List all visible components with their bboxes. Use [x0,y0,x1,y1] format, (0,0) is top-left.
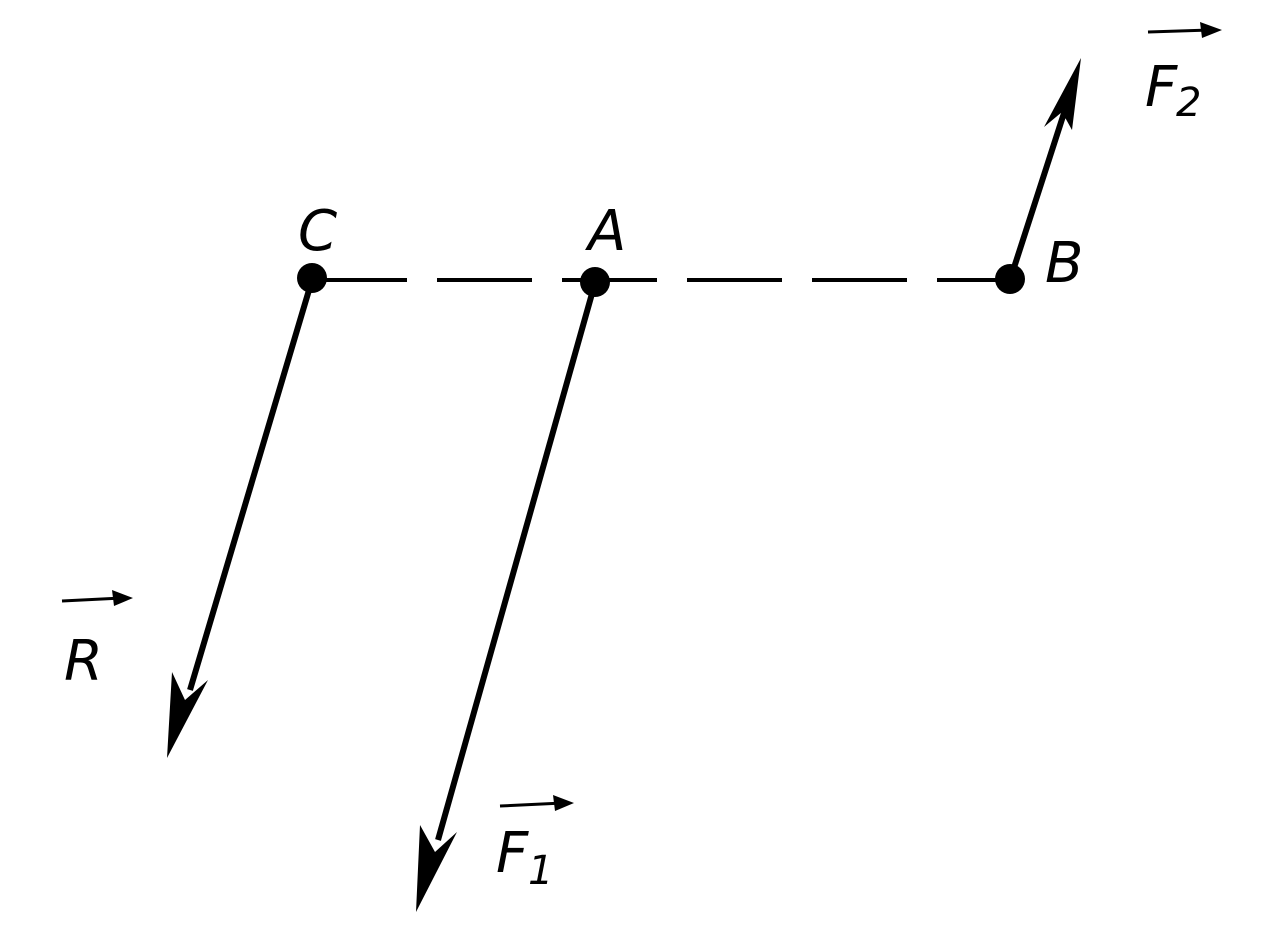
vector-r-label: R [61,590,133,694]
vector-r-overarrow [61,596,123,603]
point-a-label: A [585,199,626,264]
vector-f2-subscript: 2 [1176,80,1201,126]
vector-f1-symbol: F [496,821,529,886]
vector-r [167,279,315,758]
vector-f2 [1007,58,1081,281]
vector-f1 [416,282,598,912]
vector-r-arrowhead [167,672,208,758]
point-c-label: C [298,199,337,264]
vector-f2-symbol: F [1145,55,1178,120]
vector-f2-overarrow [1147,28,1211,34]
vector-r-symbol: R [64,629,103,694]
vector-f1-subscript: 1 [528,848,553,894]
vector-f2-label: F 2 [1145,22,1222,126]
point-b-label: B [1045,231,1083,296]
point-c-dot [297,263,327,293]
vector-f1-label: F 1 [496,795,574,894]
point-b-dot [995,264,1025,294]
vector-f2-arrowhead [1044,58,1081,130]
vector-f1-arrowhead [416,825,457,912]
vector-f1-overarrow [499,801,564,808]
point-a-dot [580,267,610,297]
